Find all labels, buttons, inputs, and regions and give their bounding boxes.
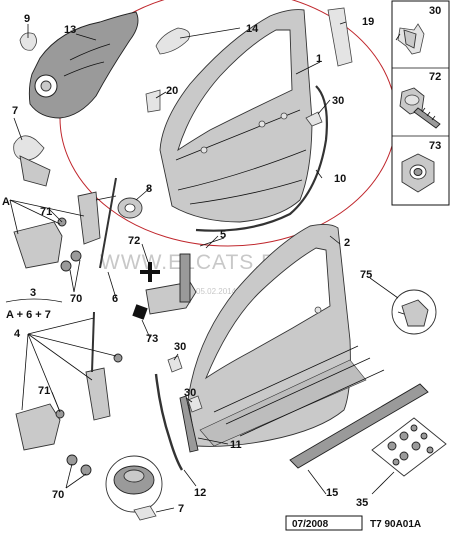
clip-fastener-icon [395,23,425,55]
side-panel-label-72: 72 [429,71,441,83]
part-72-cross-marker [140,262,160,282]
callout-8: 8 [146,183,152,195]
callout-7-upper: 7 [12,105,18,117]
callout-14: 14 [246,23,259,35]
part-11-guide [179,395,199,453]
callout-10: 10 [334,173,346,185]
part-12-cable [154,373,184,471]
part-73-square-marker [132,304,148,320]
hex-screw-icon [399,87,441,129]
callout-15: 15 [326,487,338,499]
group-formula: A + 6 + 7 [6,309,51,321]
part-6-rod [99,177,117,269]
watermark-date: 05.02.2014 [196,287,237,296]
callout-11: 11 [230,439,242,451]
part-7-bracket-upper [13,135,51,187]
footer-date-box [285,515,363,531]
part-20-cover [145,89,161,113]
footer-date-code: 07/2008 [292,519,329,530]
callout-71-lower: 71 [38,385,50,397]
callout-70-lower: 70 [52,489,64,501]
upper-hinge-assembly [13,191,117,272]
part-35-plug-set [371,417,447,477]
footer-ref-code: T7 90A01A [370,519,421,530]
part-75-clip [391,289,437,335]
part-15-sill-strip [289,383,429,469]
part-13-insulation-panel [28,11,139,119]
part-14-trim [155,27,191,55]
callout-75: 75 [360,269,372,281]
callout-labels: 9 13 14 19 1 20 30 7 10 8 A 71 70 5 2 72… [2,13,374,515]
part-7-bracket-lower [133,505,157,521]
part-30-clip-low [187,395,203,413]
group-number: 3 [30,287,36,299]
side-panels: 30 72 73 [391,0,450,206]
part-5-check-strap [145,237,225,315]
callout-6: 6 [112,293,118,305]
callout-30-upper: 30 [332,95,344,107]
callout-7-lower: 7 [178,503,184,515]
callout-1: 1 [316,53,322,65]
lower-hinge-assembly [15,311,123,476]
footer: 07/2008 T7 90A01A [285,515,421,531]
callout-73: 73 [146,333,158,345]
grommet-detail [105,455,163,513]
callout-2: 2 [344,237,350,249]
callout-20: 20 [166,85,178,97]
callout-30-low: 30 [184,387,196,399]
part-9-plug [19,32,37,51]
callout-9: 9 [24,13,30,25]
part-10-seal [195,85,328,232]
callout-35: 35 [356,497,368,509]
callout-30-mid: 30 [174,341,186,353]
part-8-disc [117,197,143,219]
part-19-strip [327,7,353,67]
callout-5: 5 [220,229,226,241]
group-label-3: 3 A + 6 + 7 [5,287,63,321]
callout-4: 4 [14,328,21,340]
callout-19: 19 [362,16,374,28]
part-30-clip-upper [305,111,323,127]
callout-13: 13 [64,24,76,36]
callout-71-upper: 71 [40,206,52,218]
side-panel-label-73: 73 [429,140,441,152]
part-2-rear-door [187,223,385,447]
part-1-front-door [159,9,313,223]
callout-72: 72 [128,235,140,247]
hex-nut-icon [401,153,435,193]
side-panel-label-30: 30 [429,5,441,17]
part-30-clip-mid [167,355,183,373]
callout-70-upper: 70 [70,293,82,305]
callout-12: 12 [194,487,206,499]
callout-A: A [2,196,10,208]
leader-lines [9,21,399,513]
